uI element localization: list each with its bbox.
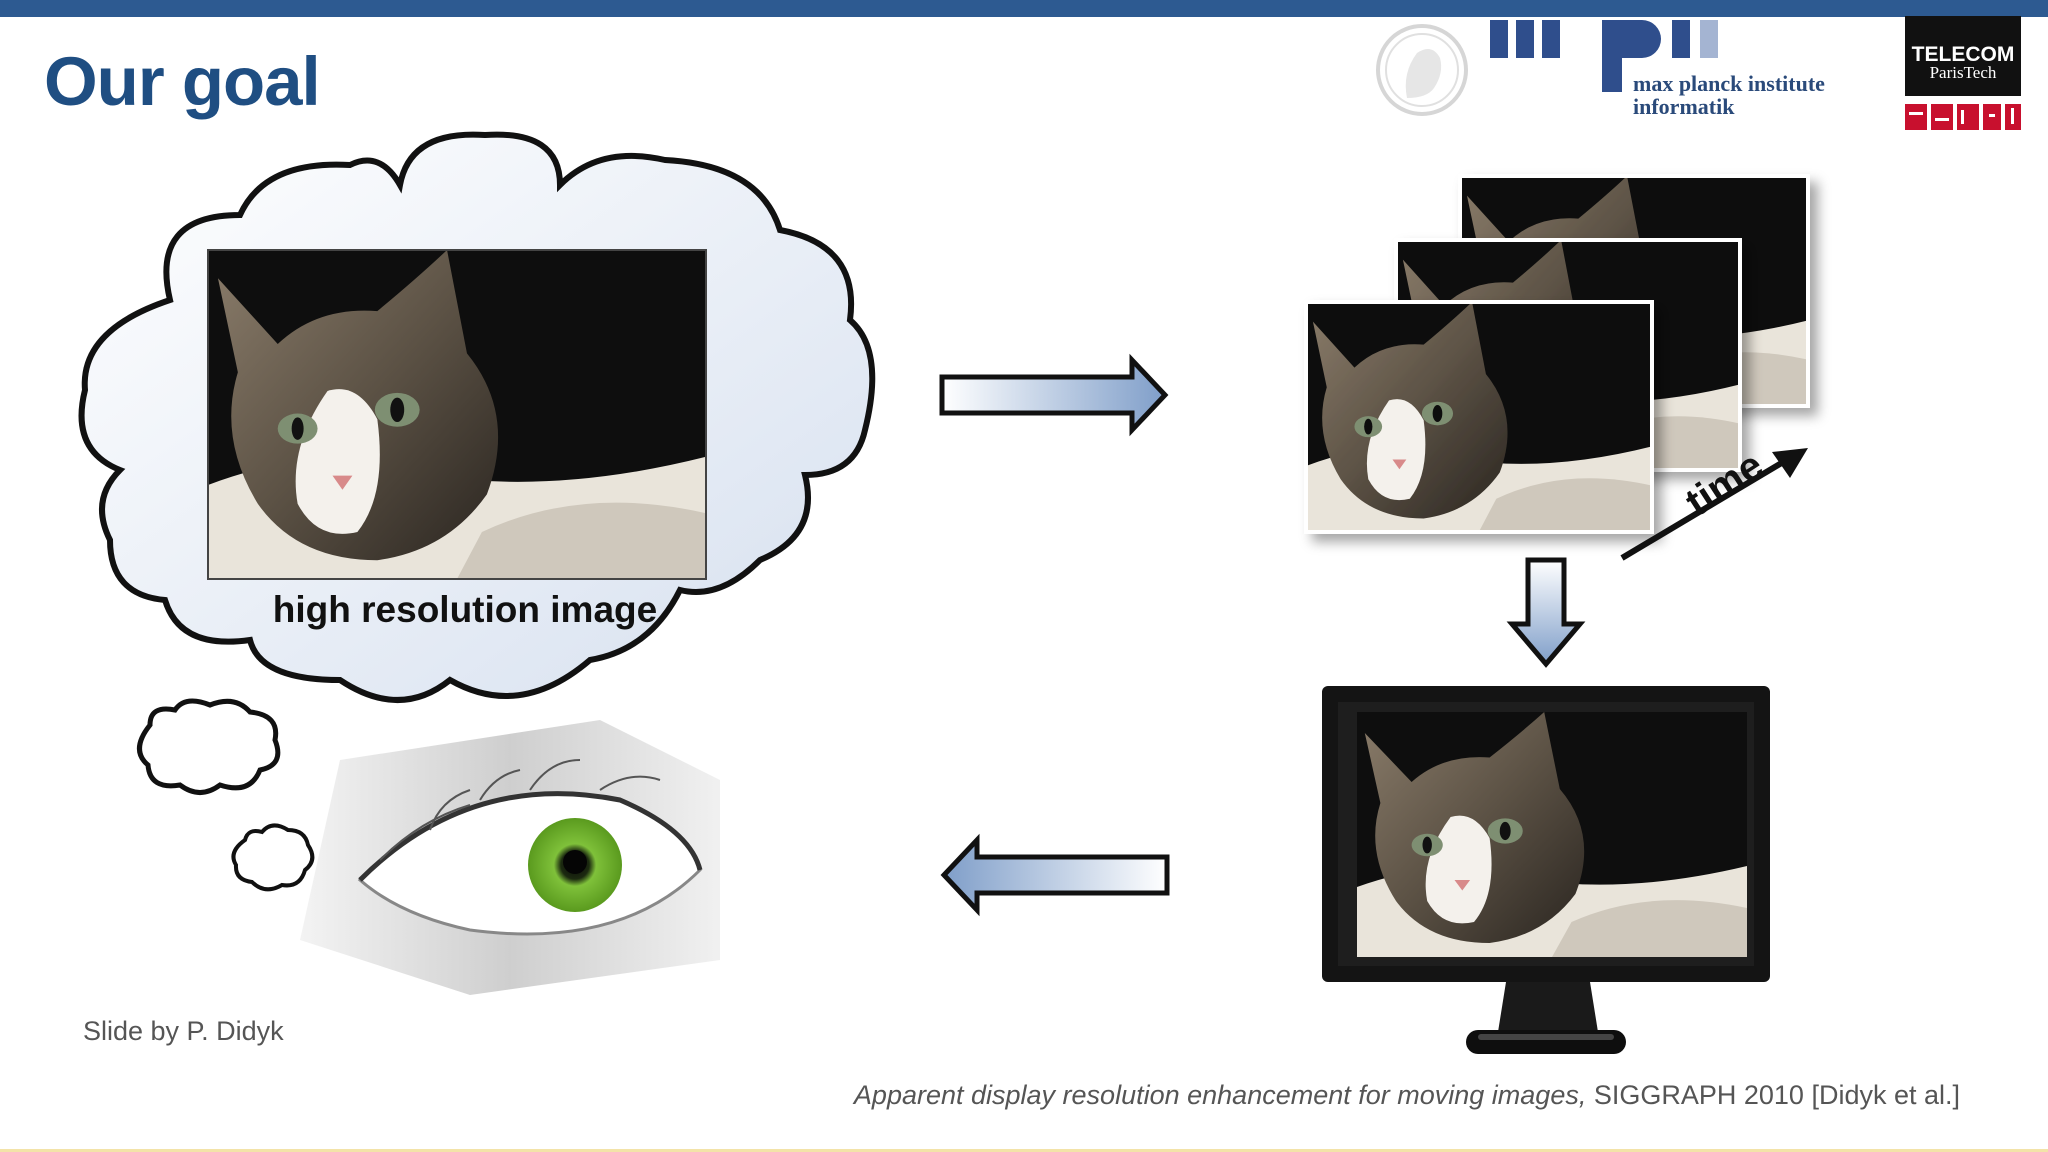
mpi-logo-text: max planck institute informatik — [1633, 72, 1825, 118]
thought-bubble-small — [231, 823, 315, 892]
video-frame-1 — [1304, 300, 1654, 534]
high-resolution-cat-photo — [208, 250, 706, 579]
telecom-line-1: TELECOM — [1911, 43, 2015, 66]
slide-title: Our goal — [44, 43, 321, 120]
minerva-seal-icon — [1376, 24, 1468, 116]
slide-credit: Slide by P. Didyk — [83, 1016, 284, 1046]
arrow-down-icon — [1506, 557, 1586, 668]
top-bar — [0, 0, 2048, 17]
citation-title: Apparent display resolution enhancement … — [853, 1080, 1587, 1110]
time-arrow-icon — [1620, 448, 1808, 561]
citation-venue: SIGGRAPH 2010 [Didyk et al.] — [1586, 1080, 1960, 1110]
high-resolution-image-label: high resolution image — [272, 589, 658, 630]
mpi-line-1: max planck institute — [1633, 71, 1825, 96]
monitor — [1322, 686, 1770, 1054]
thought-bubble-medium — [137, 698, 281, 795]
eye-image — [300, 720, 720, 995]
bottom-border — [0, 1149, 2048, 1152]
arrow-left-icon — [940, 833, 1170, 917]
mpi-line-2: informatik — [1633, 94, 1735, 119]
telecom-logo: TELECOM ParisTech — [1905, 16, 2021, 96]
citation: Apparent display resolution enhancement … — [0, 1080, 1960, 1111]
arrow-right-icon — [939, 353, 1169, 437]
mpi-logo — [1490, 20, 1718, 92]
telecom-red-glyphs — [1905, 104, 2021, 130]
telecom-line-2: ParisTech — [1929, 63, 1997, 82]
